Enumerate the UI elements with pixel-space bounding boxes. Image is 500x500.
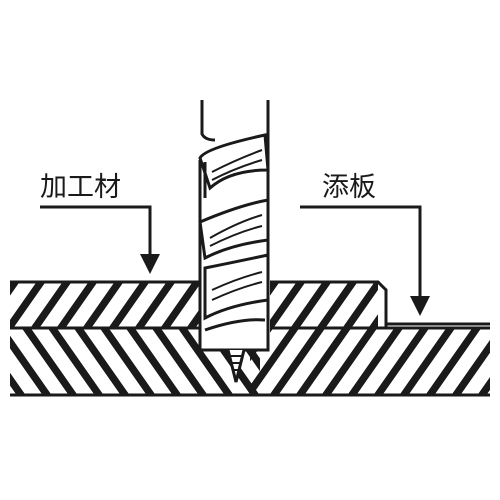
auger-drill-bit bbox=[198, 100, 270, 383]
workpiece-board bbox=[10, 280, 388, 328]
workpiece-leader-arrow bbox=[40, 205, 160, 274]
workpiece-label: 加工材 bbox=[40, 172, 121, 203]
backing-board-leader-arrow bbox=[300, 205, 430, 316]
backing-board-label: 添板 bbox=[322, 172, 376, 203]
